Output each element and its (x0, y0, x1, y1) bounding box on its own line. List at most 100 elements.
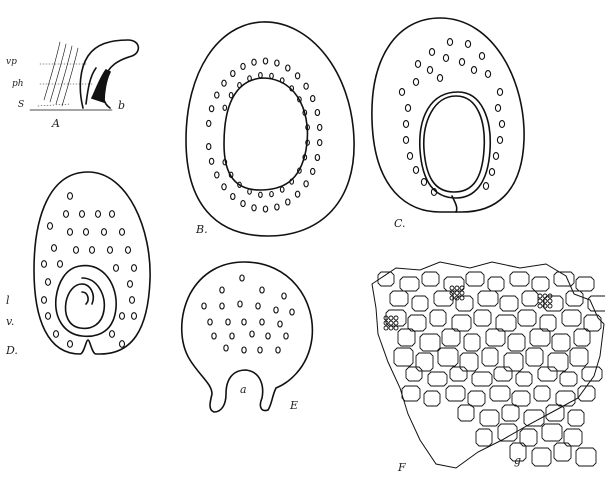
tissue-cell (458, 405, 474, 421)
duct-circle (220, 287, 224, 293)
duct-circle (84, 229, 89, 236)
duct-circle (286, 65, 290, 71)
duct-circle (479, 53, 484, 60)
duct-circle (120, 313, 125, 320)
duct-circle (132, 265, 137, 272)
duct-circle (263, 206, 267, 212)
duct-circle (290, 309, 294, 315)
tissue-cell (430, 310, 446, 326)
duct-circle (48, 223, 53, 230)
tissue-cell (406, 367, 422, 381)
duct-circle (46, 313, 51, 320)
duct-circle (311, 168, 315, 174)
duct-circle (413, 79, 418, 86)
duct-circle (223, 105, 227, 110)
tissue-cell (576, 448, 596, 466)
duct-circle (286, 199, 290, 205)
tissue-cell (566, 291, 583, 306)
duct-circle (242, 347, 246, 353)
duct-circle (238, 301, 242, 307)
duct-circle (52, 245, 57, 252)
tissue-cell (562, 310, 581, 326)
duct-circle (110, 331, 115, 338)
tissue-cell (516, 372, 532, 386)
duct-circle (42, 297, 47, 304)
tissue-cell (428, 372, 447, 386)
duct-circle (68, 193, 73, 200)
duct-circle (497, 89, 502, 96)
tissue-cell (468, 391, 485, 406)
duct-circle (68, 341, 73, 348)
tissue-cell (400, 277, 419, 291)
duct-circle (260, 287, 264, 293)
tissue-cell (568, 410, 584, 426)
tissue-cell (412, 296, 428, 311)
duct-circle (54, 331, 59, 338)
tissue-cell (390, 291, 408, 306)
duct-circle (295, 73, 299, 79)
duct-circle (304, 83, 308, 89)
duct-circle (413, 167, 418, 174)
duct-circle (130, 297, 135, 304)
duct-cluster-cell (394, 326, 398, 330)
duct-cluster-cell (389, 316, 393, 320)
duct-circle (42, 261, 47, 268)
tissue-cell (526, 348, 543, 366)
duct-circle (276, 347, 280, 353)
tissue-cell (530, 329, 550, 346)
duct-circle (212, 333, 216, 339)
tissue-cell (474, 310, 491, 326)
label-g: g (514, 455, 521, 466)
tissue-cell (556, 391, 575, 406)
duct-circle (263, 58, 267, 64)
tissue-cell (438, 348, 458, 366)
tissue-cell (402, 386, 420, 401)
duct-circle (132, 313, 137, 320)
duct-circle (114, 265, 119, 272)
duct-circle (499, 121, 504, 128)
duct-circle (258, 347, 262, 353)
duct-cluster-cell (538, 304, 542, 308)
duct-circle (403, 121, 408, 128)
duct-cluster-cell (455, 286, 459, 290)
duct-circle (80, 211, 85, 218)
duct-circle (215, 92, 219, 98)
duct-circle (222, 80, 226, 86)
tissue-cell (532, 448, 551, 466)
duct-circle (304, 181, 308, 187)
duct-circle (108, 247, 113, 254)
duct-circle (226, 319, 230, 325)
label-b-figure: B. (196, 224, 208, 235)
tissue-cell (508, 334, 525, 351)
label-v: v. (6, 316, 14, 327)
tissue-cell (518, 310, 536, 326)
tissue-cell (570, 348, 588, 366)
duct-circle (407, 153, 412, 160)
tissue-cell (560, 372, 577, 386)
duct-circle (429, 49, 434, 56)
tissue-cell (554, 272, 574, 286)
duct-circle (465, 41, 470, 48)
duct-circle (256, 303, 260, 309)
duct-cluster-cell (460, 296, 464, 300)
duct-circle (229, 93, 233, 98)
tissue-cell (510, 272, 529, 286)
label-c-figure: C. (394, 218, 406, 229)
duct-circle (215, 172, 219, 178)
duct-circle (68, 229, 73, 236)
duct-cluster-cell (455, 291, 459, 295)
duct-circle (427, 67, 432, 74)
tissue-cell (504, 353, 523, 371)
duct-circle (120, 229, 125, 236)
duct-circle (126, 247, 131, 254)
label-b: b (118, 100, 125, 111)
tissue-cell (446, 386, 465, 401)
duct-circle (231, 194, 235, 200)
tissue-cell (576, 277, 594, 291)
duct-circle (64, 211, 69, 218)
duct-circle (209, 158, 213, 164)
duct-cluster-cell (538, 299, 542, 303)
duct-circle (280, 187, 284, 192)
tissue-cell (522, 291, 538, 306)
